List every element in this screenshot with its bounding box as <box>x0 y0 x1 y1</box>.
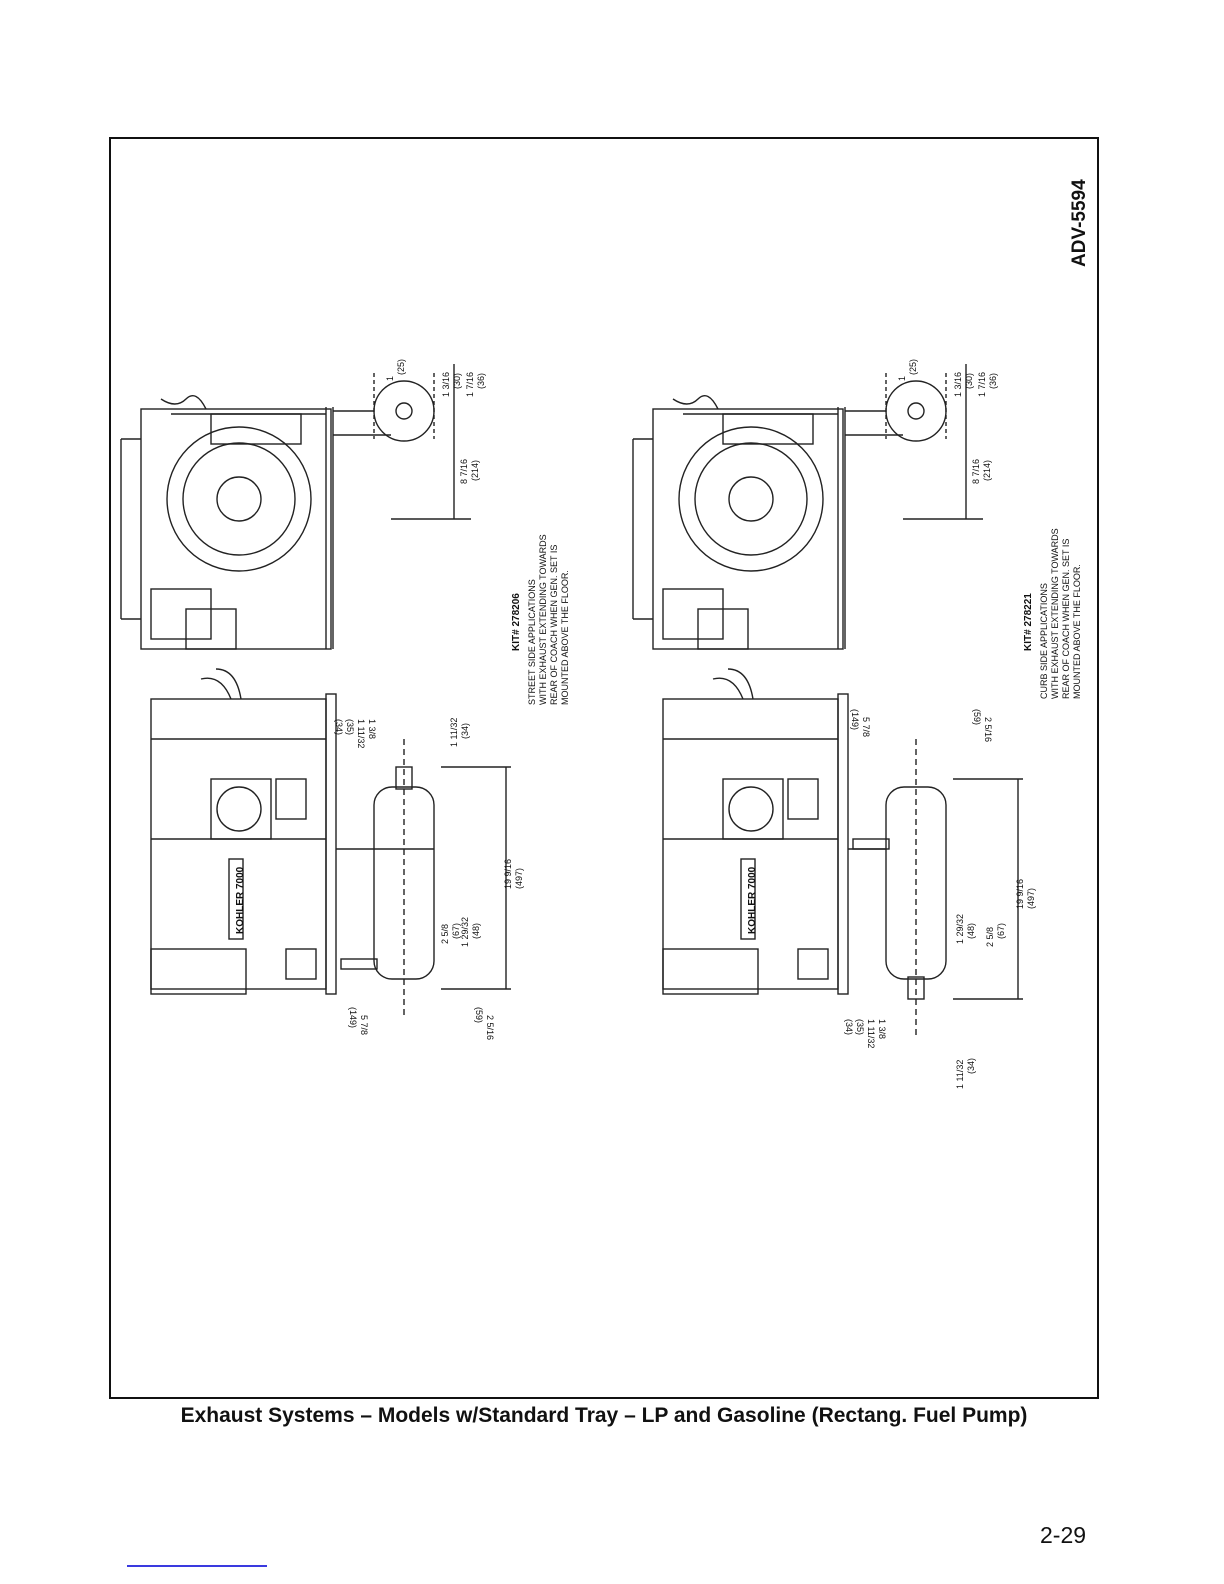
left-dim-2-5-8-in: 2 5/8 <box>440 924 450 944</box>
left-engine-end-view <box>120 395 334 650</box>
right-dim-34-mm: (34) <box>844 1019 854 1035</box>
left-dim-5-7-8-in: 5 7/8 <box>359 1015 369 1035</box>
right-dim-1-3-8-in: 1 3/8 <box>877 1019 887 1039</box>
right-dim-1-29-32-mm: (48) <box>966 923 976 939</box>
drawing-number: ADV-5594 <box>1069 179 1090 267</box>
left-dim-1-3-16-mm: (30) <box>452 373 462 389</box>
right-dim-8-7-16-in: 8 7/16 <box>971 459 981 484</box>
right-note-line-4: MOUNTED ABOVE THE FLOOR. <box>1072 564 1082 699</box>
left-dim-1-29-32-mm: (48) <box>471 923 481 939</box>
right-dim-2-5-16-mm: (59) <box>972 709 982 725</box>
left-dim-2-5-16-mm: (59) <box>474 1007 484 1023</box>
right-dim-1-in: 1 <box>897 376 907 381</box>
right-dim-2-5-8-mm: (67) <box>996 923 1006 939</box>
left-dim-1-7-16-mm: (36) <box>476 373 486 389</box>
right-dim-1-mm: (25) <box>908 359 918 375</box>
right-dim-1-7-16-in: 1 7/16 <box>977 372 987 397</box>
left-dim-19-9-16-in: 19 9/16 <box>503 859 513 889</box>
right-nameplate: KOHLER 7000 <box>747 866 758 934</box>
right-dim-1-11-32-alt: 1 11/32 <box>866 1019 876 1048</box>
right-dim-19-9-16-in: 19 9/16 <box>1015 879 1025 909</box>
right-kit-number: KIT# 278221 <box>1023 593 1034 651</box>
right-dim-35-mm: (35) <box>855 1019 865 1035</box>
right-dim-1-11-32-mm: (34) <box>966 1058 976 1074</box>
left-dim-2-5-16-in: 2 5/16 <box>485 1015 495 1040</box>
figure-caption: Exhaust Systems – Models w/Standard Tray… <box>180 1404 1028 1427</box>
right-dim-1-29-32-in: 1 29/32 <box>955 914 965 944</box>
right-dim-1-7-16-mm: (36) <box>988 373 998 389</box>
left-muffler-side-view <box>336 739 511 1019</box>
right-dim-8-7-16-mm: (214) <box>982 460 992 481</box>
technical-drawing: ADV-5594 KIT# 278206 STREET SIDE APPLICA… <box>120 179 1090 1089</box>
left-dim-1-11-32-mm: (34) <box>460 723 470 739</box>
left-dim-1-mm: (25) <box>396 359 406 375</box>
right-dim-5-7-8-in: 5 7/8 <box>861 717 871 737</box>
left-dim-2-5-8-mm: (67) <box>451 923 461 939</box>
right-muffler-side-view <box>848 739 1023 1039</box>
right-dim-1-11-32-in: 1 11/32 <box>955 1060 965 1089</box>
left-dim-8-7-16-mm: (214) <box>470 460 480 481</box>
left-dim-1-7-16-in: 1 7/16 <box>465 372 475 397</box>
left-dim-1-3-16-in: 1 3/16 <box>441 372 451 397</box>
left-note-line-1: STREET SIDE APPLICATIONS <box>527 579 537 705</box>
left-panel-labels: KIT# 278206 STREET SIDE APPLICATIONS WIT… <box>235 359 570 1040</box>
left-dim-1-in: 1 <box>385 376 395 381</box>
right-dim-19-9-16-mm: (497) <box>1026 888 1036 909</box>
footer-rule <box>127 1565 267 1567</box>
left-dim-34-mm: (34) <box>334 719 344 735</box>
right-muffler-end-view <box>845 364 983 520</box>
left-kit-number: KIT# 278206 <box>511 593 522 651</box>
right-dim-1-3-16-in: 1 3/16 <box>953 372 963 397</box>
left-dim-19-9-16-mm: (497) <box>514 868 524 889</box>
right-note-line-2: WITH EXHAUST EXTENDING TOWARDS <box>1050 528 1060 699</box>
left-dim-35-mm: (35) <box>345 719 355 735</box>
right-dim-1-3-16-mm: (30) <box>964 373 974 389</box>
left-engine-side-view <box>150 668 337 995</box>
left-note-line-3: REAR OF COACH WHEN GEN. SET IS <box>549 545 559 705</box>
left-dim-5-7-8-mm: (149) <box>348 1007 358 1028</box>
right-dim-5-7-8-mm: (149) <box>850 709 860 730</box>
left-note-line-4: MOUNTED ABOVE THE FLOOR. <box>560 570 570 705</box>
right-engine-side-view <box>662 668 849 995</box>
left-dim-1-29-32-in: 1 29/32 <box>460 917 470 947</box>
left-panel <box>120 364 511 1019</box>
drawing-frame: ADV-5594 KIT# 278206 STREET SIDE APPLICA… <box>109 137 1099 1399</box>
right-panel <box>632 364 1023 1039</box>
left-dim-1-11-32-in: 1 11/32 <box>449 718 459 747</box>
right-panel-labels: KIT# 278221 CURB SIDE APPLICATIONS WITH … <box>747 359 1082 1089</box>
left-dim-1-11-32-alt: 1 11/32 <box>356 719 366 748</box>
right-engine-end-view <box>632 395 846 650</box>
right-dim-2-5-16-in: 2 5/16 <box>983 717 993 742</box>
right-dim-2-5-8-in: 2 5/8 <box>985 927 995 947</box>
page-number: 2-29 <box>1040 1522 1087 1548</box>
left-dim-8-7-16-in: 8 7/16 <box>459 459 469 484</box>
left-muffler-end-view <box>333 364 471 520</box>
left-dim-1-3-8-in: 1 3/8 <box>367 719 377 739</box>
left-nameplate: KOHLER 7000 <box>235 866 246 934</box>
right-note-line-3: REAR OF COACH WHEN GEN. SET IS <box>1061 539 1071 699</box>
right-note-line-1: CURB SIDE APPLICATIONS <box>1039 583 1049 699</box>
left-note-line-2: WITH EXHAUST EXTENDING TOWARDS <box>538 534 548 705</box>
